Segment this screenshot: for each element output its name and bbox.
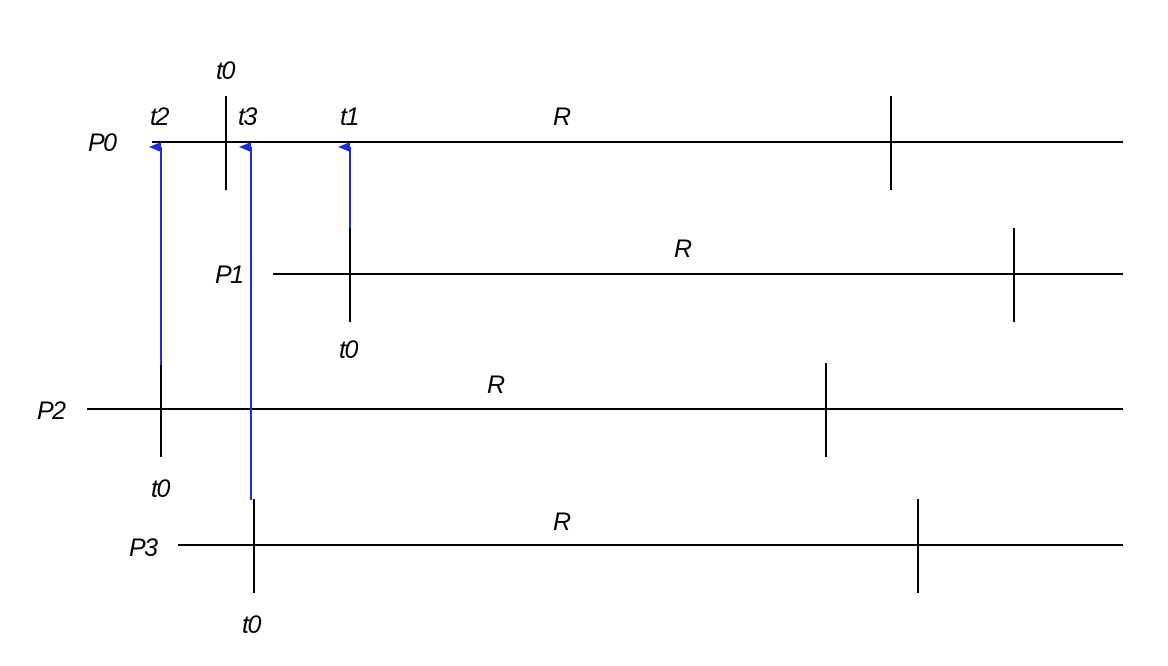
region-label-p2: R: [487, 371, 505, 399]
messages: t2 t3 t1: [149, 103, 359, 500]
process-p3: P3 t0 R: [129, 499, 1123, 639]
t0-label-p0: t0: [216, 57, 235, 85]
t0-label-p1: t0: [339, 336, 358, 364]
process-p2: P2 t0 R: [37, 363, 1123, 503]
t0-label-p2: t0: [151, 475, 170, 503]
region-label-p3: R: [553, 508, 571, 536]
process-label-p2: P2: [37, 397, 66, 425]
region-label-p0: R: [553, 103, 571, 131]
receive-label-t1: t1: [340, 103, 358, 131]
process-label-p0: P0: [88, 129, 117, 157]
receive-label-t2: t2: [150, 103, 169, 131]
region-label-p1: R: [674, 235, 692, 263]
process-p1: P1 t0 R: [215, 228, 1123, 364]
process-label-p3: P3: [129, 534, 158, 562]
process-p0: P0 t0 R: [88, 57, 1123, 190]
process-label-p1: P1: [215, 261, 243, 289]
receive-label-t3: t3: [238, 103, 257, 131]
t0-label-p3: t0: [242, 611, 261, 639]
